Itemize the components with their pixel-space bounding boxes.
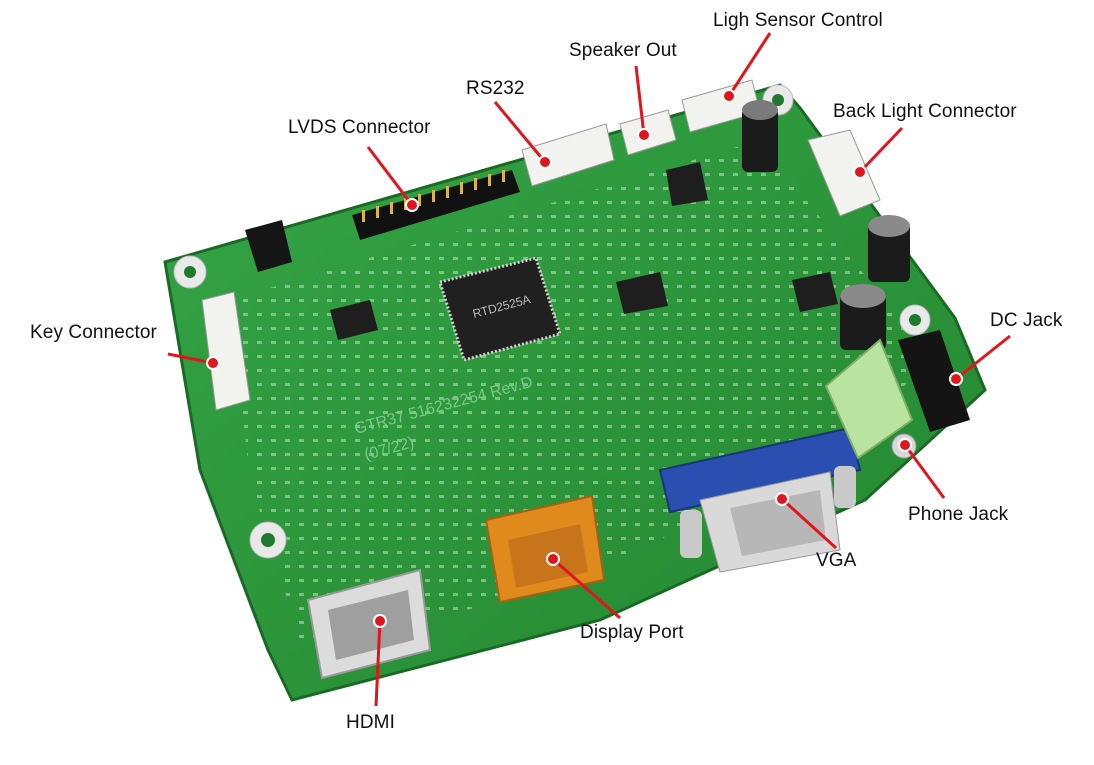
label-lvds-connector: LVDS Connector [288,117,431,138]
capacitors [742,100,910,350]
vga-connector [658,426,862,573]
label-speaker-out: Speaker Out [569,40,677,61]
label-light-sensor-control: Ligh Sensor Control [713,10,883,31]
label-vga: VGA [816,550,857,571]
pointer-lines [167,32,1011,707]
label-hdmi: HDMI [346,712,395,733]
main-chip: RTD2525A [438,256,562,362]
label-back-light-connector: Back Light Connector [833,101,1017,122]
rs232-connector [521,123,615,187]
pointer-dots [206,89,963,628]
ics [330,162,838,340]
jumper-header [245,220,292,272]
label-dc-jack: DC Jack [990,310,1063,331]
backlight-connector [807,129,881,217]
pcb-components-area [230,140,930,640]
label-phone-jack: Phone Jack [908,504,1009,525]
label-key-connector: Key Connector [30,322,157,343]
key-connector [201,291,251,411]
hdmi-connector [306,568,432,680]
label-display-port: Display Port [580,622,684,643]
dc-jack [898,330,970,432]
label-rs232: RS232 [466,78,525,99]
